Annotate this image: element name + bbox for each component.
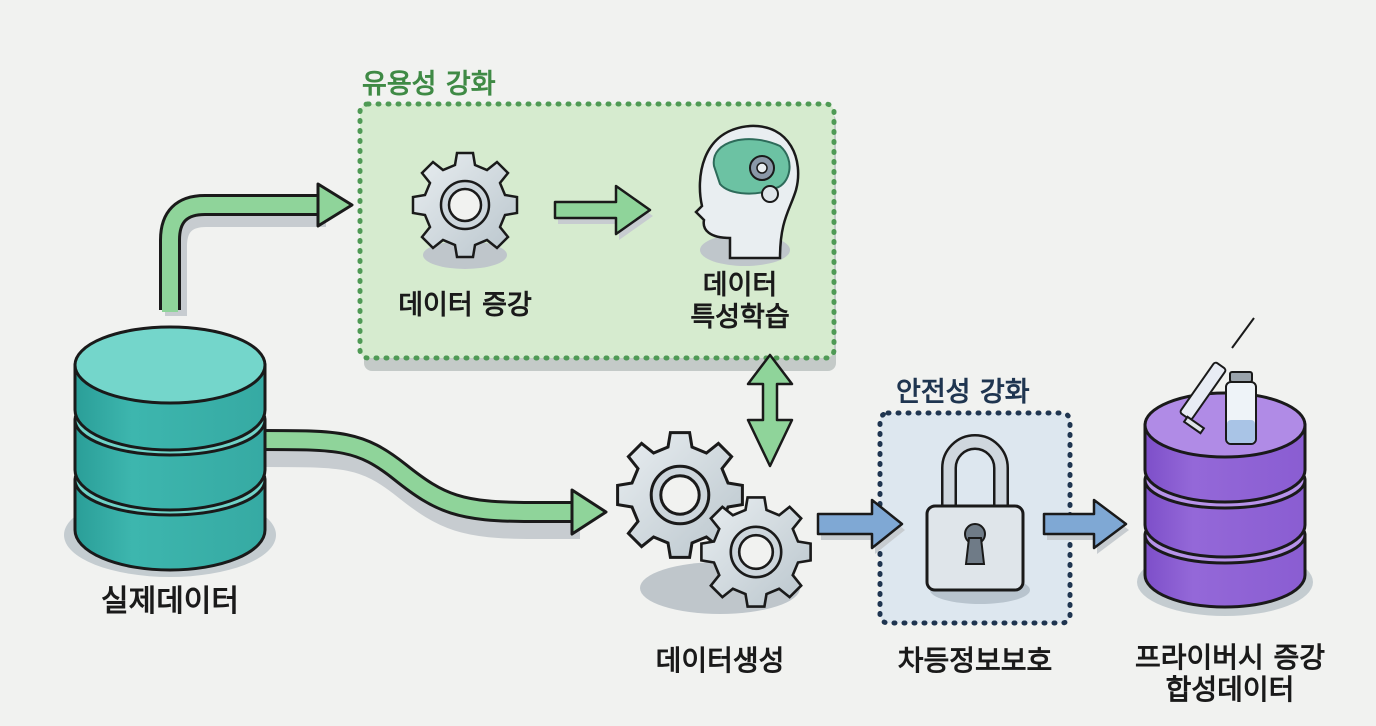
vial-icon [1225, 371, 1257, 445]
arrow-generation-to-privacy [816, 498, 905, 554]
gears-icon [616, 431, 812, 614]
brain-head-icon [694, 124, 800, 266]
database-icon [64, 325, 276, 577]
gear-icon [411, 151, 519, 269]
database-with-syringe-icon [1137, 317, 1313, 616]
arrow-privacy-to-synthetic [1042, 498, 1129, 554]
double-arrow-learning-generation [746, 353, 794, 468]
augmentation-label: 데이터 증강 [398, 290, 532, 321]
generation-label: 데이터생성 [655, 644, 785, 677]
differential-privacy-label: 차등정보보호 [897, 644, 1053, 677]
arrow-real-to-generation [257, 429, 608, 539]
feature-learning-label: 데이터 특성학습 [690, 270, 790, 334]
safety-group-title: 안전성 강화 [896, 377, 1030, 408]
real-data-label: 실제데이터 [101, 584, 239, 619]
padlock-icon [925, 434, 1030, 604]
utility-group-title: 유용성 강화 [362, 69, 496, 100]
synthetic-data-label: 프라이버시 증강 합성데이터 [1134, 641, 1326, 707]
arrow-real-to-utility [159, 182, 354, 316]
syringe-icon [1179, 317, 1255, 435]
arrow-augment-to-learning [553, 184, 653, 240]
